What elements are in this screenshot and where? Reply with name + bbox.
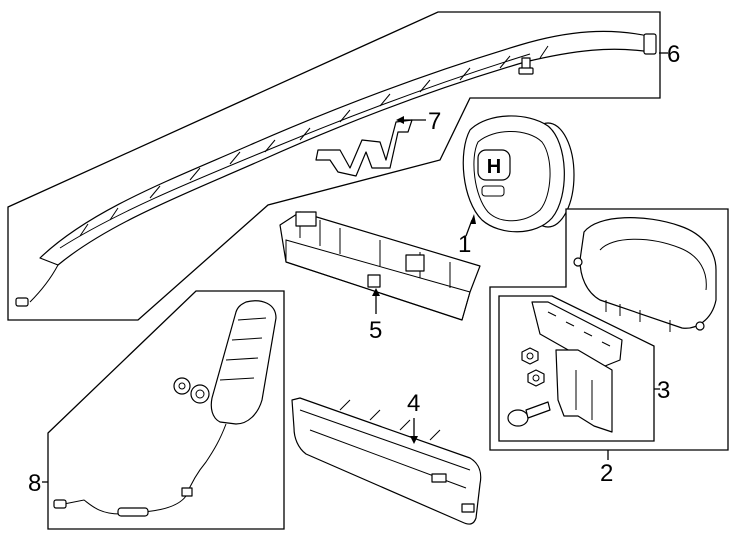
callout-5: 5: [369, 317, 382, 344]
knee-airbag: [291, 397, 482, 525]
curtain-airbag-wire: [29, 264, 59, 303]
callout-7: 7: [428, 108, 441, 135]
bracket-assembly: [279, 211, 481, 321]
honda-logo-icon: [477, 149, 511, 181]
passenger-airbag: [579, 217, 717, 329]
curtain-airbag-bolt: [518, 57, 534, 75]
callout-1: 1: [458, 231, 471, 258]
nut-upper: [521, 347, 539, 365]
callout-6: 6: [667, 41, 680, 68]
passenger-airbag-group: [489, 208, 729, 451]
callout-4: 4: [407, 390, 420, 417]
honda-logo-letter: H: [487, 156, 501, 178]
curtain-airbag-bracket: [315, 119, 413, 177]
curtain-airbag-group: [7, 11, 661, 321]
callout-2: 2: [600, 460, 613, 487]
clip-2: [190, 384, 210, 404]
nut-lower: [527, 369, 545, 387]
leader-lines: [42, 52, 668, 483]
side-airbag-group: [47, 290, 285, 530]
side-airbag: [210, 300, 277, 425]
passenger-airbag-bracket: [531, 301, 623, 369]
clip-1: [173, 377, 191, 395]
callout-3: 3: [657, 377, 670, 404]
callout-8: 8: [28, 470, 41, 497]
flange-bolt: [507, 401, 551, 427]
driver-airbag: H: [462, 115, 575, 233]
